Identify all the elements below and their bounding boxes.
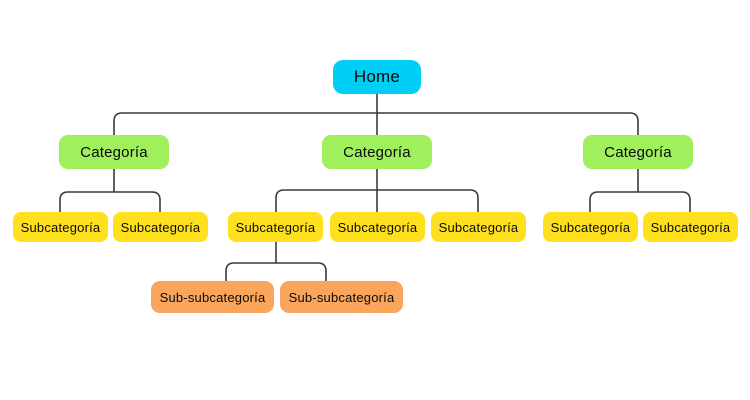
node-home: Home (333, 60, 421, 94)
node-subcategory-middle-1: Subcategoría (228, 212, 323, 242)
node-subcategory-middle-3: Subcategoría (431, 212, 526, 242)
node-subsubcategory-2: Sub-subcategoría (280, 281, 403, 313)
node-subcategory-middle-2: Subcategoría (330, 212, 425, 242)
node-subsubcategory-1: Sub-subcategoría (151, 281, 274, 313)
connector-catright-rail (589, 191, 691, 212)
node-subcategory-right-2: Subcategoría (643, 212, 738, 242)
connector-catleft-rail (59, 191, 161, 212)
node-category-right: Categoría (583, 135, 693, 169)
connector-submid1-rail (225, 262, 327, 281)
node-subcategory-right-1: Subcategoría (543, 212, 638, 242)
connector-catmid-rail (275, 189, 479, 212)
node-category-left: Categoría (59, 135, 169, 169)
node-subcategory-left-2: Subcategoría (113, 212, 208, 242)
node-subcategory-left-1: Subcategoría (13, 212, 108, 242)
node-category-middle: Categoría (322, 135, 432, 169)
connector-level1-rail (113, 112, 639, 135)
